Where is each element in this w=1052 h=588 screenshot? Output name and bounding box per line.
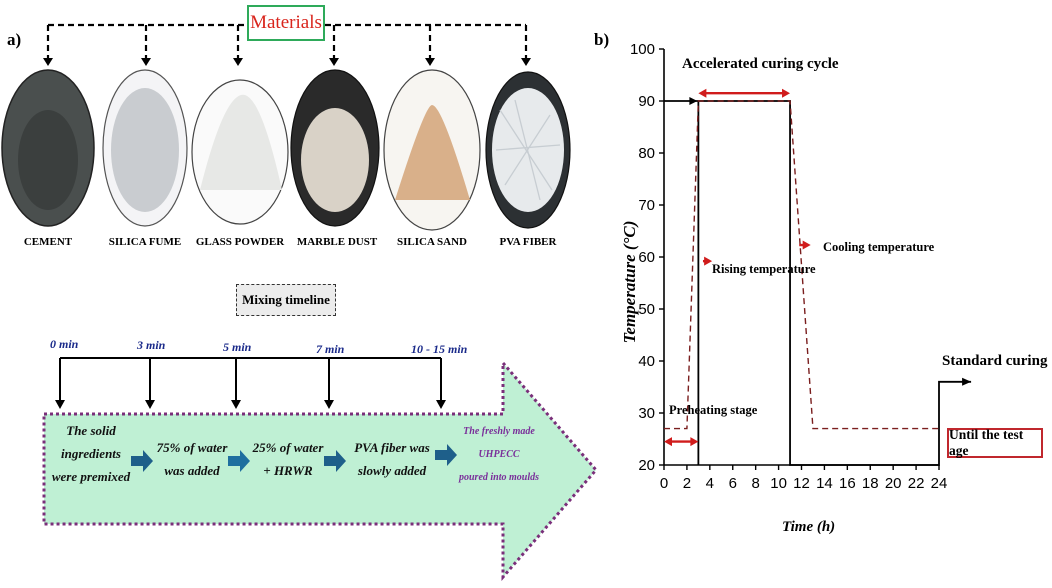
y-tick-label-5: 70 [638, 197, 655, 214]
panel-a-label: a) [7, 30, 22, 49]
series-arrowhead-end [962, 377, 972, 386]
red-arrow-head-1 [690, 437, 699, 447]
material-label-cement: CEMENT [23, 236, 73, 248]
x-axis-title: Time (h) [782, 519, 836, 535]
y-tick-label-7: 90 [638, 93, 655, 110]
x-tick-label-10: 20 [885, 475, 902, 492]
panel-a-graphics [1, 23, 598, 582]
timeline-arrowheads [55, 400, 446, 409]
series-line-1 [664, 100, 939, 430]
y-tick-label-0: 20 [638, 457, 655, 474]
materials-tree [46, 23, 528, 60]
y-axis-title: Temperature (°C) [620, 220, 639, 344]
mixing-timeline-title: Mixing timeline [236, 284, 336, 316]
materials-title: Materials [247, 5, 325, 41]
x-tick-label-5: 10 [770, 475, 787, 492]
red-arrow-tail-1 [664, 437, 672, 447]
x-tick-label-9: 18 [862, 475, 879, 492]
red-arrow-head-0 [782, 88, 791, 98]
y-tick-label-8: 100 [630, 41, 655, 58]
tick-2: 5 min [223, 340, 252, 354]
tick-1: 3 min [137, 338, 166, 352]
x-tick-label-8: 16 [839, 475, 856, 492]
tick-4: 10 - 15 min [411, 342, 468, 356]
material-label-silica-sand: SILICA SAND [397, 236, 467, 248]
red-arrow-head-2 [704, 256, 713, 266]
x-tick-label-1: 2 [683, 475, 691, 492]
step-arrow-1 [228, 450, 250, 472]
annotation-standard: Standard curing [942, 353, 1048, 369]
tick-0: 0 min [50, 337, 79, 351]
materials-tree-arrowheads [43, 58, 531, 66]
tick-3: 7 min [316, 342, 345, 356]
red-arrow-head-3 [802, 240, 811, 250]
x-tick-label-2: 4 [706, 475, 714, 492]
x-tick-label-3: 6 [729, 475, 737, 492]
mixing-timeline [59, 357, 442, 402]
x-tick-label-6: 12 [793, 475, 810, 492]
step-arrows [228, 450, 250, 472]
panel-b-label: b) [594, 30, 610, 49]
material-label-pva-fiber: PVA FIBER [499, 236, 557, 248]
annotation-accelerated: Accelerated curing cycle [682, 56, 839, 72]
annotation-rising: Rising temperature [712, 262, 816, 276]
x-tick-label-4: 8 [751, 475, 759, 492]
step-3: 25% of water+ HRWR [252, 440, 324, 478]
y-tick-label-4: 60 [638, 249, 655, 266]
x-tick-label-11: 22 [908, 475, 925, 492]
annotation-until: Until the test age [947, 427, 1043, 458]
process-big-arrow [42, 358, 598, 582]
x-tick-label-0: 0 [660, 475, 668, 492]
y-tick-label-2: 40 [638, 353, 655, 370]
y-tick-label-6: 80 [638, 145, 655, 162]
red-arrow-tail-0 [698, 88, 707, 98]
y-tick-label-3: 50 [638, 301, 655, 318]
x-tick-label-7: 14 [816, 475, 833, 492]
annotation-preheating: Preheating stage [669, 403, 758, 417]
x-tick-label-12: 24 [931, 475, 948, 492]
material-label-marble-dust: MARBLE DUST [296, 236, 378, 248]
series-arrowhead-start [689, 97, 698, 105]
material-images [1, 69, 571, 231]
y-tick-label-1: 30 [638, 405, 655, 422]
material-label-silica-fume: SILICA FUME [108, 236, 182, 248]
material-label-glass-powder: GLASS POWDER [195, 236, 285, 248]
step-arrows-layer [131, 444, 457, 472]
annotation-cooling: Cooling temperature [823, 240, 935, 254]
